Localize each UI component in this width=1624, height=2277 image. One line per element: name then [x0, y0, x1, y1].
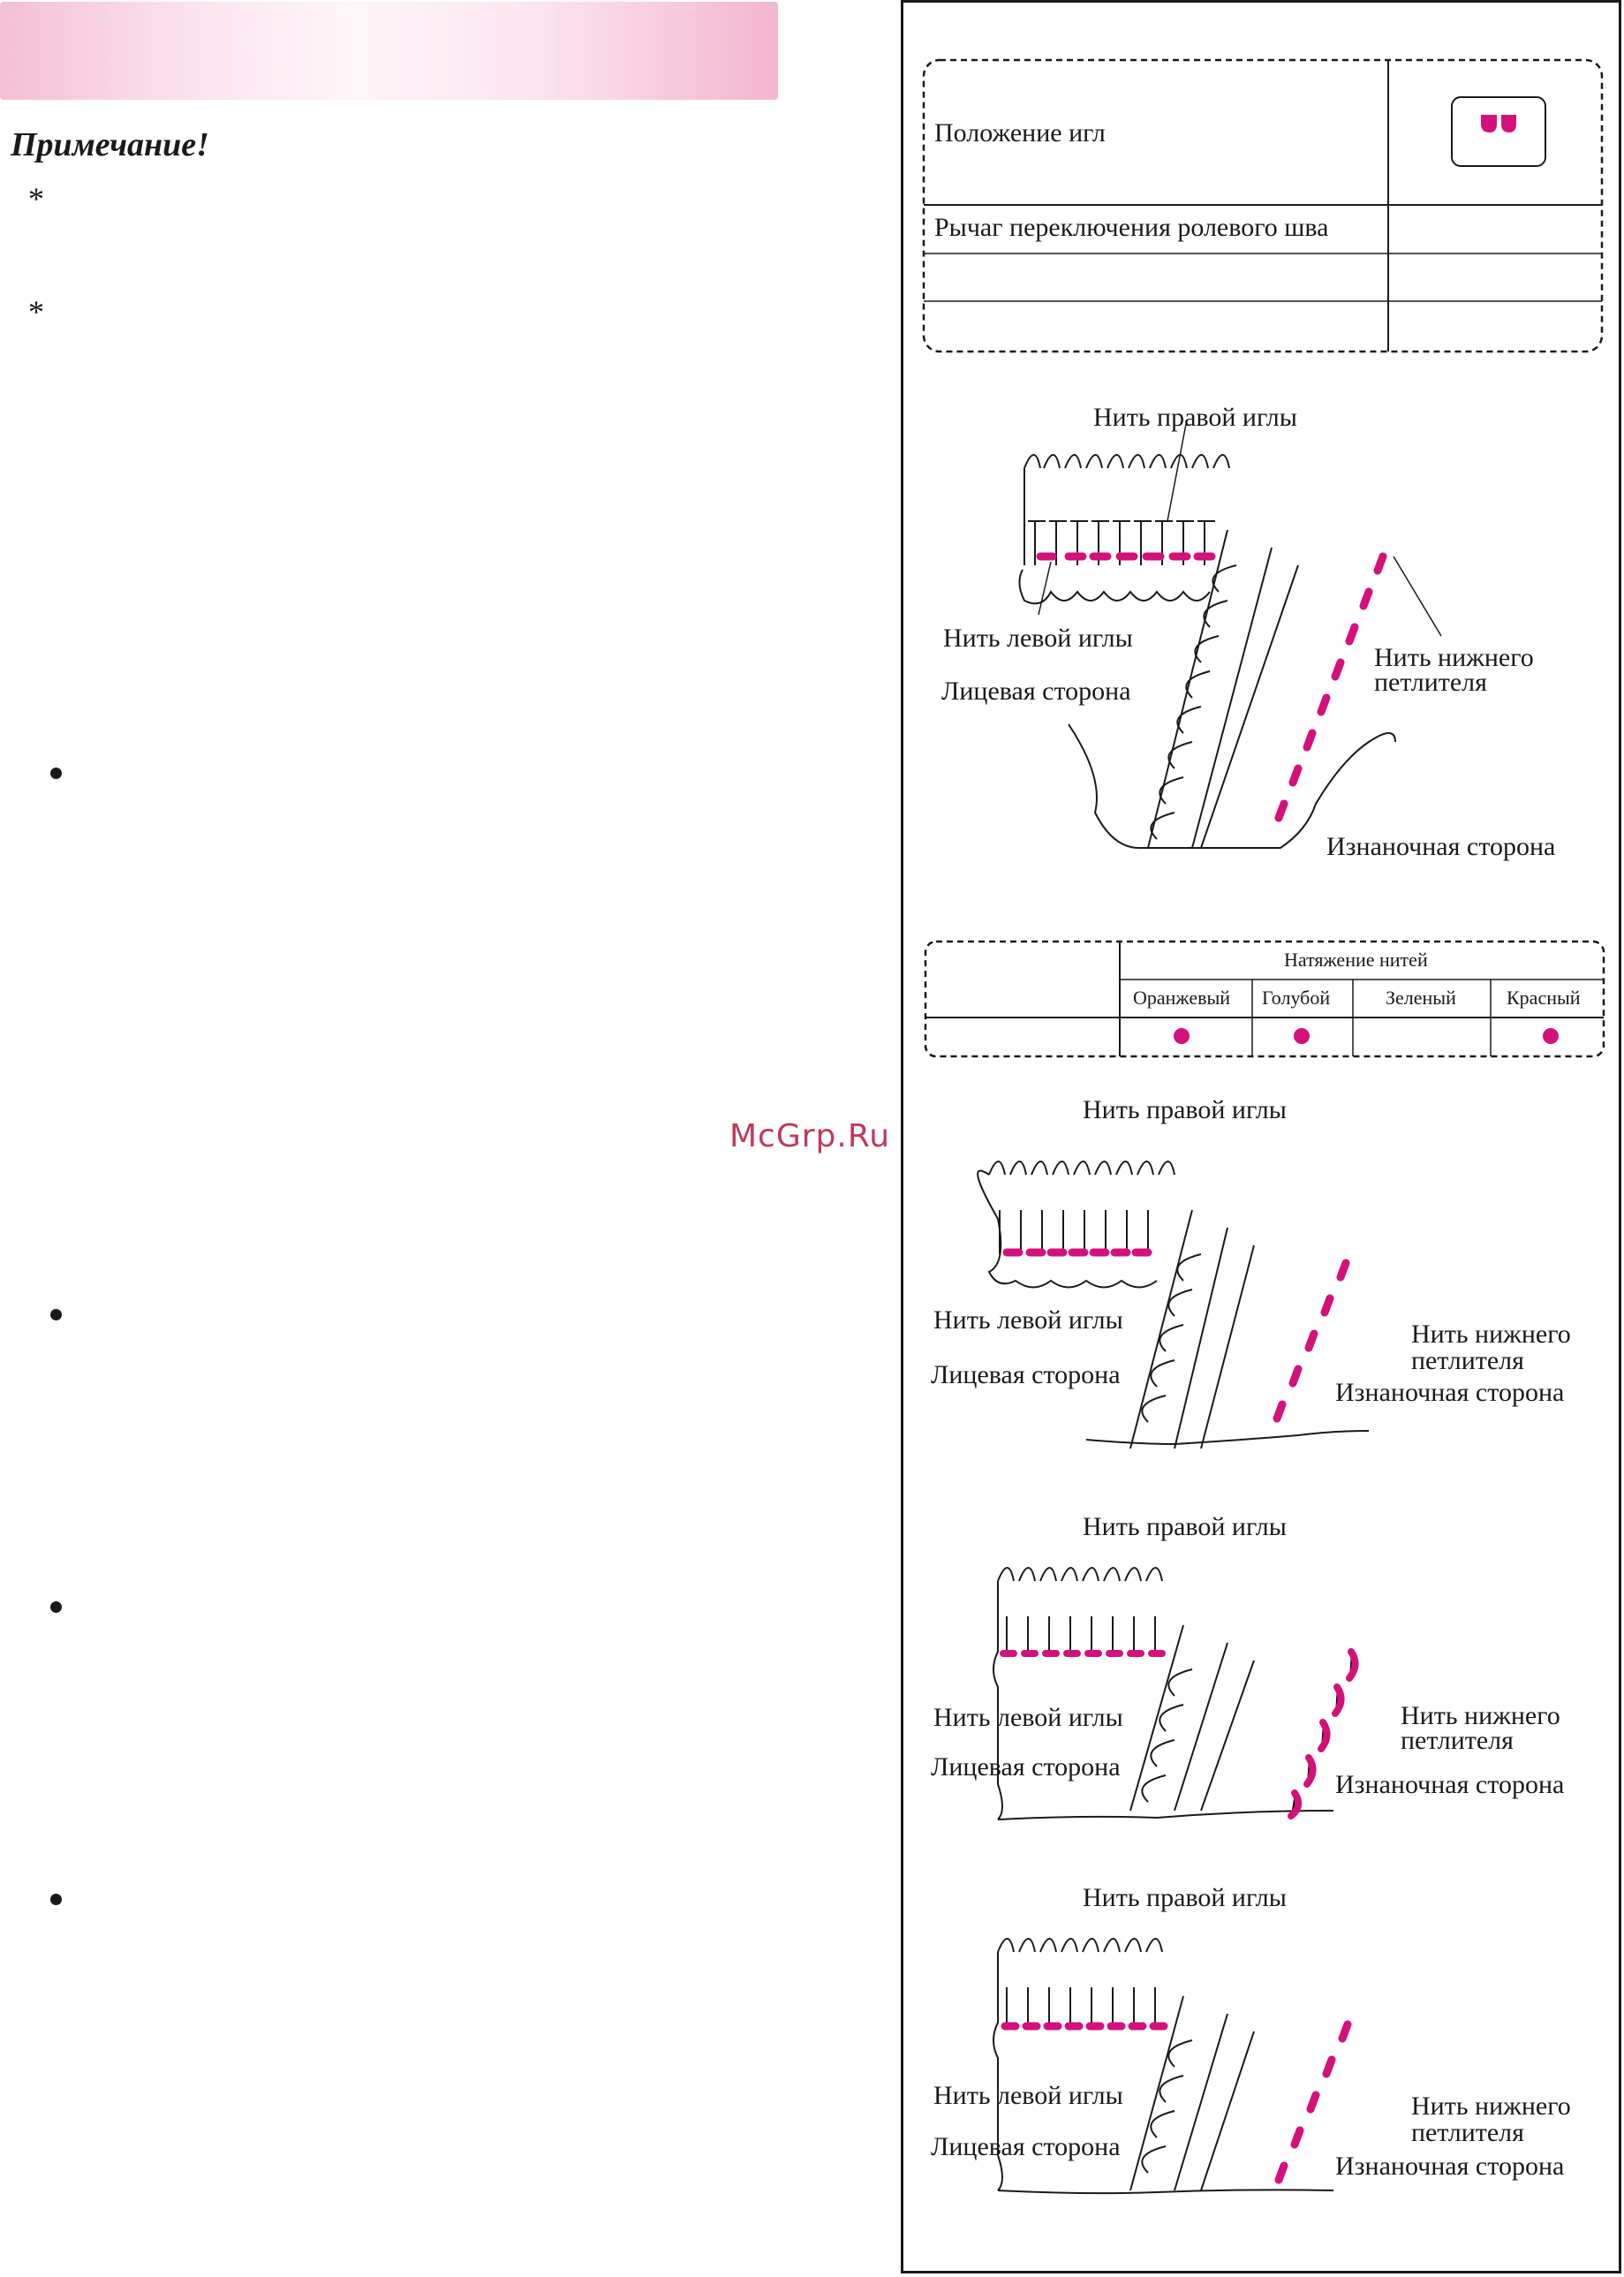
- diagram3-back-side: Изнаночная сторона: [1335, 1770, 1565, 1799]
- settings-table-frame: [922, 58, 1604, 353]
- tension-col-orange: Оранжевый: [1133, 987, 1231, 1009]
- diagram1-face-side: Лицевая сторона: [941, 677, 1131, 706]
- diagram2-left-needle: Нить левой иглы: [933, 1305, 1123, 1335]
- stitch-diagram-2: [977, 1161, 1370, 1449]
- diagram4-left-needle: Нить левой иглы: [933, 2081, 1123, 2110]
- diagram2-lower-looper-1: Нить нижнего: [1411, 1320, 1571, 1349]
- note-bullet-2: *: [28, 294, 44, 329]
- watermark: McGrp.Ru: [729, 1118, 891, 1154]
- tension-col-red: Красный: [1507, 987, 1581, 1009]
- diagram2-right-needle: Нить правой иглы: [1083, 1095, 1287, 1124]
- diagram2-face-side: Лицевая сторона: [931, 1360, 1121, 1389]
- tension-mark-3: [1543, 1028, 1559, 1044]
- diagram4-lower-looper-1: Нить нижнего: [1411, 2092, 1571, 2121]
- stitch-diagram-4: [993, 1938, 1352, 2195]
- note-bullet-1: *: [28, 181, 44, 216]
- tension-col-green: Зеленый: [1386, 987, 1456, 1009]
- needle-position-label: Положение игл: [934, 118, 1106, 148]
- instruction-panel: [901, 0, 1621, 2273]
- diagram3-right-needle: Нить правой иглы: [1083, 1512, 1287, 1541]
- tension-col-blue: Голубой: [1262, 987, 1331, 1009]
- needle-position-icon: [1451, 96, 1546, 167]
- list-bullet-3: [50, 1601, 62, 1613]
- diagram4-face-side: Лицевая сторона: [931, 2132, 1121, 2161]
- tension-header: Натяжение нитей: [1284, 949, 1428, 971]
- header-banner: [0, 2, 778, 100]
- diagram4-right-needle: Нить правой иглы: [1083, 1883, 1287, 1912]
- diagram1-left-needle: Нить левой иглы: [943, 624, 1133, 653]
- diagram3-lower-looper-1: Нить нижнего: [1401, 1701, 1560, 1730]
- rolled-hem-lever-label: Рычаг переключения ролевого шва: [934, 213, 1329, 242]
- diagram1-lower-looper-2: петлителя: [1374, 668, 1487, 697]
- diagram1-right-needle: Нить правой иглы: [1093, 403, 1297, 432]
- diagram3-left-needle: Нить левой иглы: [933, 1703, 1123, 1732]
- stitch-diagram-1: [1018, 423, 1442, 849]
- diagram1-lower-looper-1: Нить нижнего: [1374, 643, 1534, 672]
- list-bullet-4: [50, 1894, 62, 1905]
- list-bullet-2: [50, 1309, 62, 1320]
- list-bullet-1: [50, 768, 62, 779]
- stitch-diagram-3: [993, 1567, 1359, 1820]
- diagram2-lower-looper-2: петлителя: [1411, 1346, 1524, 1375]
- diagram4-lower-looper-2: петлителя: [1411, 2118, 1524, 2147]
- diagram3-lower-looper-2: петлителя: [1401, 1726, 1514, 1755]
- note-title: Примечание!: [11, 126, 209, 163]
- tension-mark-0: [1174, 1028, 1190, 1044]
- diagram2-back-side: Изнаночная сторона: [1335, 1378, 1565, 1407]
- diagram1-back-side: Изнаночная сторона: [1326, 832, 1556, 861]
- diagram3-face-side: Лицевая сторона: [931, 1752, 1121, 1782]
- tension-mark-1: [1294, 1028, 1310, 1044]
- diagram4-back-side: Изнаночная сторона: [1335, 2152, 1565, 2181]
- tension-table-frame: [924, 940, 1605, 1058]
